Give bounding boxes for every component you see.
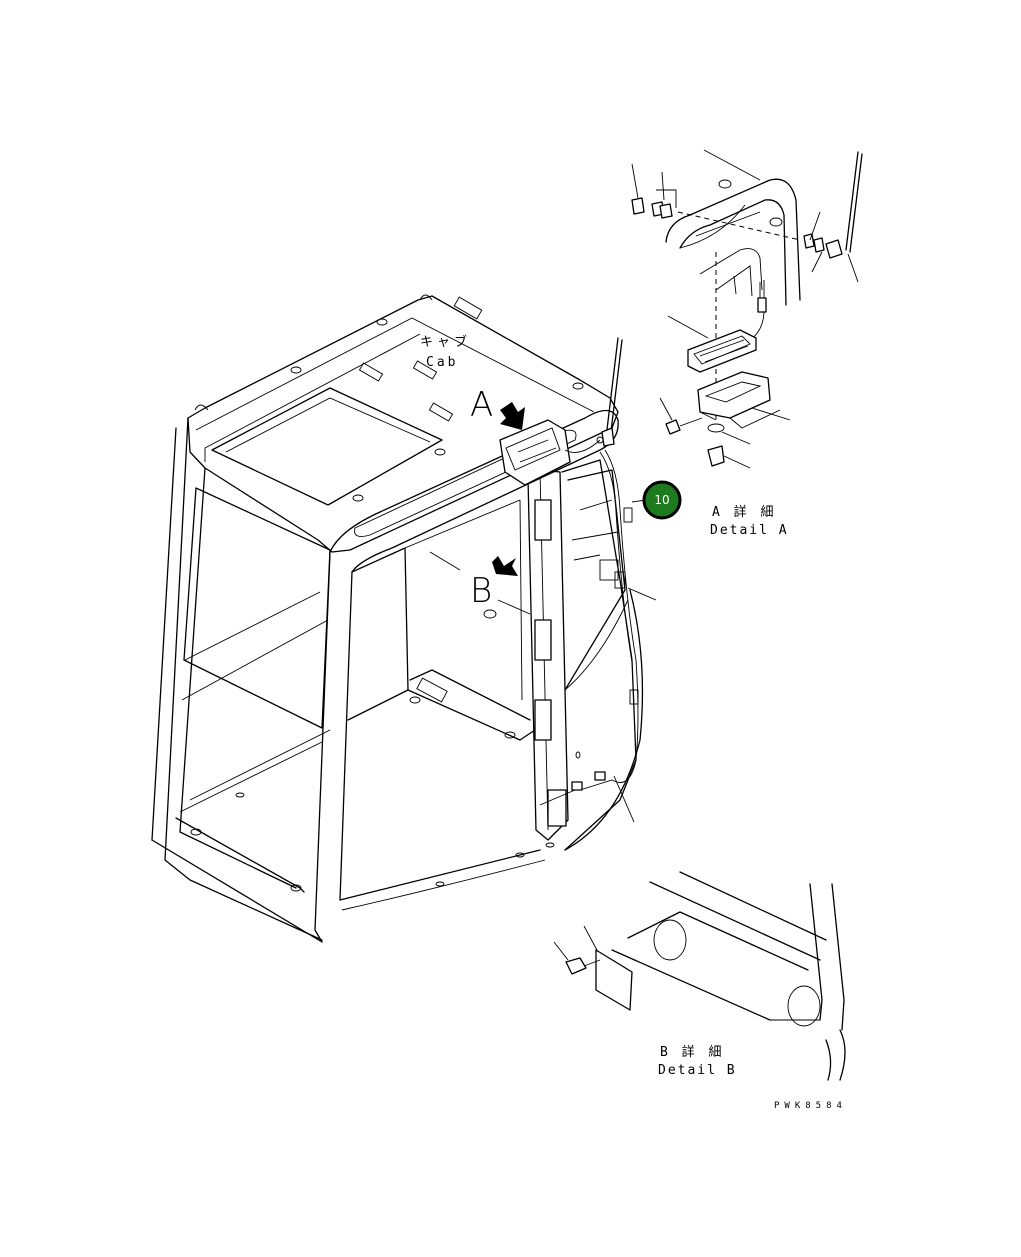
detail-a-drawing	[631, 149, 863, 469]
detail-b-drawing	[553, 871, 846, 1081]
cab-frame	[151, 294, 657, 943]
label-letter-a: A	[470, 385, 493, 425]
pointer-arrow-b	[492, 556, 518, 576]
label-detail-a-en: Detail A	[710, 523, 789, 538]
label-cab-jp: キャブ	[420, 334, 471, 350]
label-letter-b: B	[470, 571, 492, 611]
label-detail-b-en: Detail B	[658, 1063, 737, 1078]
callout-10[interactable]: 10	[642, 480, 682, 520]
label-cab-en: Cab	[426, 355, 458, 370]
callout-10-number[interactable]: 10	[654, 493, 669, 507]
label-detail-b-jp: B 詳 細	[660, 1044, 724, 1060]
pointer-arrow-a	[500, 402, 525, 430]
drawing-number: PWK8584	[774, 1101, 847, 1111]
label-detail-a-jp: A 詳 細	[712, 504, 776, 520]
callout-10-circle[interactable]	[642, 480, 682, 520]
